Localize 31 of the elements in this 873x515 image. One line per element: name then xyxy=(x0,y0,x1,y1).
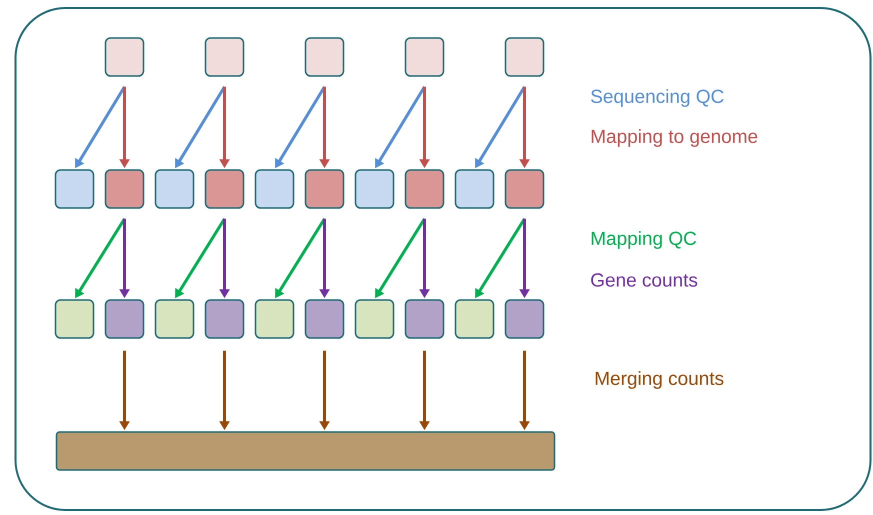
step-label: Merging counts xyxy=(596,371,724,389)
step-label: Sequencing QC xyxy=(591,89,724,107)
rounded-box xyxy=(204,299,244,339)
step-label: Mapping to genome xyxy=(592,129,758,147)
rounded-box xyxy=(254,169,294,209)
step-label: Gene counts xyxy=(591,273,698,287)
rounded-box xyxy=(254,299,294,339)
rounded-box xyxy=(404,299,444,339)
rounded-box xyxy=(154,169,194,209)
rounded-box xyxy=(354,169,394,209)
rounded-box xyxy=(404,169,444,209)
rounded-box xyxy=(504,169,544,209)
rounded-box xyxy=(504,299,544,339)
rounded-box xyxy=(154,299,194,339)
rounded-box xyxy=(304,37,344,77)
rounded-box xyxy=(204,37,244,77)
rounded-box xyxy=(354,299,394,339)
step-label: Mapping QC xyxy=(592,231,696,249)
rounded-box xyxy=(504,37,544,77)
rounded-box xyxy=(304,169,344,209)
rounded-box xyxy=(104,169,144,209)
rounded-box xyxy=(454,299,494,339)
rounded-box xyxy=(54,169,94,209)
rounded-box xyxy=(54,299,94,339)
rounded-box xyxy=(104,299,144,339)
rounded-box xyxy=(404,37,444,77)
rounded-box xyxy=(104,37,144,77)
rounded-box xyxy=(304,299,344,339)
merged-bar xyxy=(56,431,556,471)
rounded-box xyxy=(454,169,494,209)
rounded-box xyxy=(204,169,244,209)
